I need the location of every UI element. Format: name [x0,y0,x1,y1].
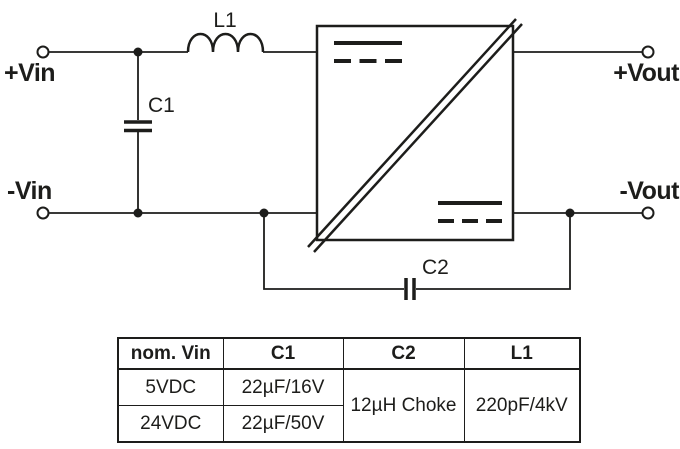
capacitor-c2-symbol [404,278,416,300]
terminal-vout-plus [641,45,655,59]
cell-vin-5vdc: 5VDC [117,368,224,406]
vout-minus-label: -Vout [619,177,680,205]
converter-body [315,24,515,242]
header-c1: C1 [222,337,344,370]
cell-c2-value: 12µH Choke [342,368,465,443]
junction-dot [133,208,143,218]
dcdc-converter-block [307,18,523,253]
wire-c2-left [263,213,404,290]
junction-dot [259,208,269,218]
junction-dots [133,47,575,218]
terminal-vin-plus [36,45,50,59]
terminal-vout-minus [641,206,655,220]
c2-label: C2 [422,256,449,279]
cell-c1-50v: 22µF/50V [222,405,344,443]
vin-minus-label: -Vin [7,177,52,205]
header-l1: L1 [463,337,581,370]
header-nom-vin: nom. Vin [117,337,224,370]
cell-c1-16v: 22µF/16V [222,368,344,406]
dc-symbol-output [438,201,502,223]
junction-dot [133,47,143,57]
inductor-l1-symbol [186,32,265,53]
vout-plus-label: +Vout [613,59,680,87]
l1-label: L1 [213,9,236,32]
header-c2: C2 [342,337,465,370]
terminal-vin-minus [36,206,50,220]
table-header-row: nom. Vin C1 C2 L1 [117,337,581,370]
wire-c2-right [416,213,571,290]
junction-dot [565,208,575,218]
table-row: 5VDC 22µF/16V 12µH Choke 220pF/4kV [117,368,581,443]
cell-vin-24vdc: 24VDC [117,405,224,443]
cell-l1-value: 220pF/4kV [463,368,581,443]
c1-label: C1 [148,94,175,117]
table-row: 24VDC 22µF/50V [117,405,580,443]
dc-symbol-input [334,41,402,63]
vin-plus-label: +Vin [4,59,55,87]
capacitor-c1-symbol [124,120,152,133]
wires [49,51,643,290]
terminals [36,45,655,220]
converter-diagonal [307,18,523,253]
component-values-table: nom. Vin C1 C2 L1 5VDC 22µF/16V 12µH Cho… [117,337,581,443]
